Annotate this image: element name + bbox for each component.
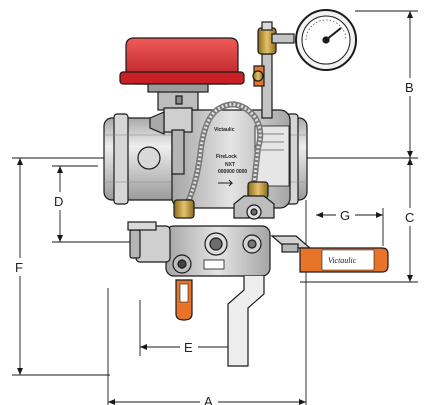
side-port [127,221,171,263]
drain-check-valve [233,195,275,220]
drain-outlet-pipe [227,276,265,367]
gauge-assembly [252,21,295,119]
valve-assembly: Victaulic FireLock NXT 000000 0000 [103,9,389,367]
brand-sublabel: FireLock [216,154,237,160]
red-actuator [119,37,245,93]
dimension-lines [12,10,418,405]
handle-brand-label: Victaulic [328,256,357,265]
orange-handle-small [175,279,193,321]
dimension-label-b: B [405,80,414,95]
model-label: NXT [225,162,235,168]
dimension-label-f: F [15,260,23,275]
dimension-label-a: A [204,394,213,405]
dimension-label-e: E [184,340,193,355]
serial-label: 000000 0000 [218,169,247,175]
brand-label: Victaulic [214,127,235,133]
hose-fitting-left [173,199,195,219]
actuator-stem [149,89,199,175]
dimension-label-c: C [405,210,414,225]
test-valve-left [172,254,192,274]
dimension-label-d: D [54,194,63,209]
drain-handle: Victaulic [270,235,389,273]
pressure-gauge-icon [295,9,357,71]
drain-body [165,225,271,277]
dimension-label-g: G [340,208,350,223]
